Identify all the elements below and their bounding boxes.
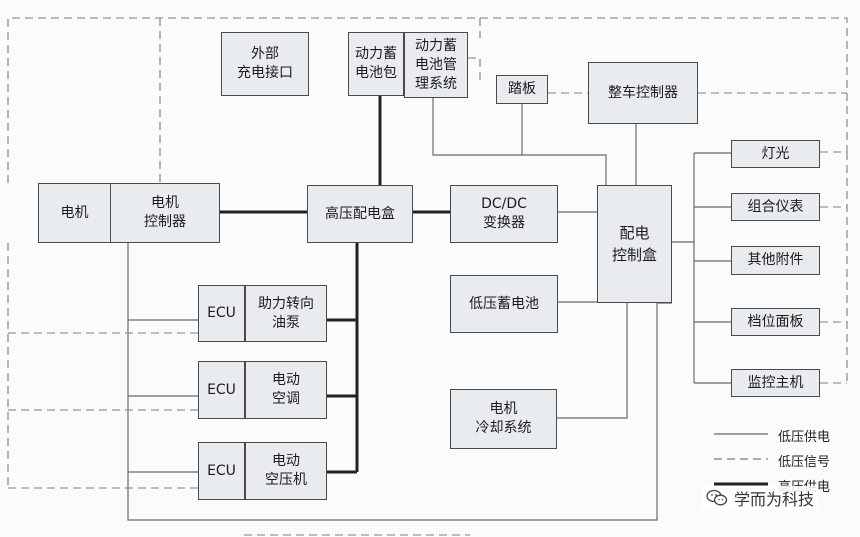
gear-panel-box: 档位面板 <box>731 308 820 336</box>
high-voltage-distribution-box: 高压配电盒 <box>307 185 413 243</box>
low-voltage-power-wires <box>127 98 731 521</box>
battery-management-system-box: 动力蓄 电池管 理系统 <box>404 32 468 98</box>
monitoring-host-box: 监控主机 <box>731 369 820 397</box>
signal-bms-vcu <box>468 57 481 80</box>
low-voltage-battery-box: 低压蓄电池 <box>450 275 558 333</box>
signal-top-right <box>480 17 848 153</box>
power-battery-pack-box: 动力蓄 电池包 <box>348 32 404 96</box>
other-accessories-box: 其他附件 <box>731 246 820 275</box>
signal-outer-loop <box>7 17 481 183</box>
watermark: 学而为科技 <box>702 486 819 510</box>
legend-samples <box>714 433 768 486</box>
ecu-air-compressor-box: ECU <box>198 442 245 500</box>
power-steering-pump-box: 助力转向 油泵 <box>245 285 327 342</box>
lights-box: 灯光 <box>731 140 820 168</box>
legend-label-lv-signal: 低压信号 <box>778 455 831 470</box>
ecu-steering-pump-box: ECU <box>198 285 245 342</box>
high-voltage-wires <box>220 95 450 474</box>
external-charging-port-box: 外部 充电接口 <box>221 32 309 96</box>
watermark-text: 学而为科技 <box>734 490 815 509</box>
lv-wire-bms-pedal-pdu <box>432 98 607 185</box>
motor-controller-box: 电机 控制器 <box>110 183 220 243</box>
instrument-cluster-box: 组合仪表 <box>731 193 820 221</box>
dcdc-converter-box: DC/DC 变换器 <box>450 185 558 243</box>
vehicle-controller-box: 整车控制器 <box>588 62 698 124</box>
ecu-air-conditioner-box: ECU <box>198 361 245 419</box>
pedal-box: 踏板 <box>496 75 548 104</box>
motor-cooling-system-box: 电机 冷却系统 <box>450 389 557 449</box>
electric-air-compressor-box: 电动 空压机 <box>245 442 327 500</box>
wechat-icon <box>706 489 728 506</box>
low-voltage-signal-wires <box>7 17 848 536</box>
power-distribution-control-box: 配电 控制盒 <box>597 185 672 303</box>
motor-box: 电机 <box>38 183 111 243</box>
lv-wire-bottom-bus <box>127 243 672 521</box>
legend-label-lv-power: 低压供电 <box>778 430 831 445</box>
lv-wire-cooling-pdu <box>557 303 628 419</box>
electric-air-conditioner-box: 电动 空调 <box>245 361 327 419</box>
